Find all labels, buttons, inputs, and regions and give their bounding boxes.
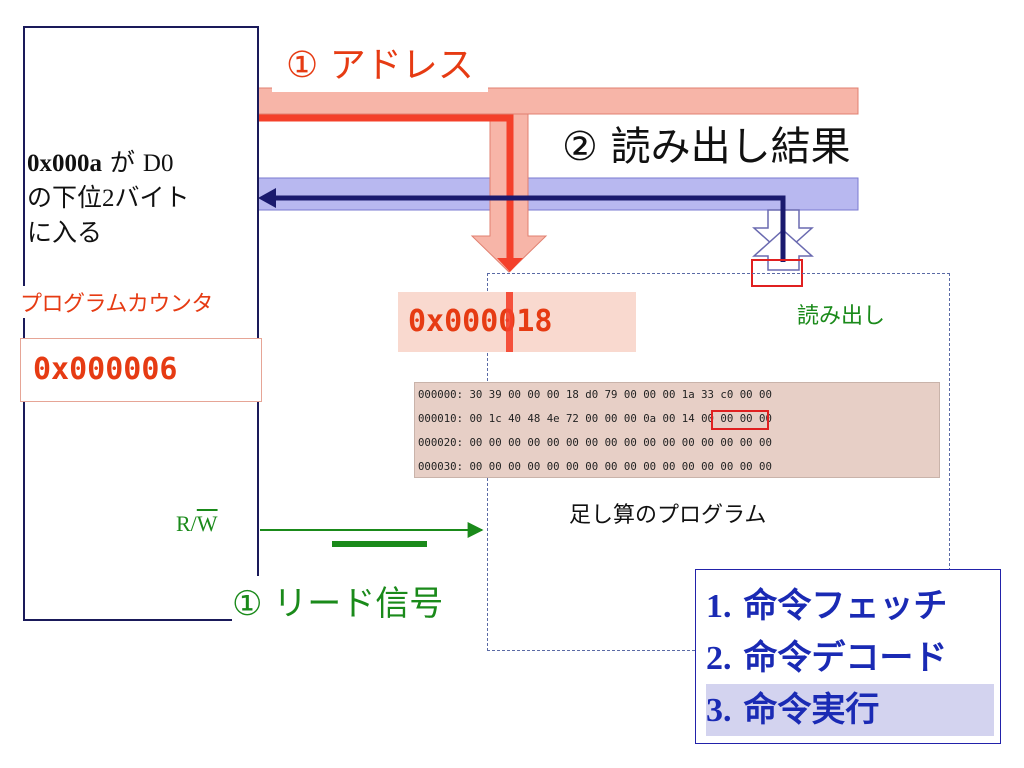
rw-label: R/W xyxy=(176,511,218,537)
d0-note-line2-pre: の下位 xyxy=(27,183,103,212)
step-text: 命令実行 xyxy=(731,690,880,730)
step-decode: 2. 命令デコード xyxy=(706,632,994,684)
rw-label-r: R/ xyxy=(176,511,197,536)
instruction-cycle-steps: 1. 命令フェッチ 2. 命令デコード 3. 命令実行 xyxy=(695,569,1001,744)
d0-note-value: 0x000a xyxy=(27,150,102,177)
step-text: 命令デコード xyxy=(731,638,948,678)
step-number: 1. xyxy=(706,588,732,625)
d0-note-line2-post: バイト xyxy=(114,183,190,212)
program-counter-label: プログラムカウンタ xyxy=(20,286,213,318)
read-signal-label: ① リード信号 xyxy=(232,576,450,625)
memory-hexdump: 000000: 30 39 00 00 00 18 d0 79 00 00 00… xyxy=(414,382,940,478)
address-label: ① アドレス xyxy=(272,40,488,92)
read-label: 読み出し xyxy=(797,304,886,329)
read-result-label: ② 読み出し結果 xyxy=(548,118,865,176)
d0-note-mid: が xyxy=(102,148,143,177)
d0-note: 0x000a が D0 の下位2バイト に入る xyxy=(27,146,255,250)
step-number: 3. xyxy=(706,692,732,729)
data-path xyxy=(272,195,786,262)
program-counter-value: 0x000006 xyxy=(20,338,262,402)
step-execute: 3. 命令実行 xyxy=(706,684,994,736)
d0-note-line3: に入る xyxy=(27,218,103,247)
hexdump-row: 000010: 00 1c 40 48 4e 72 00 00 00 0a 00… xyxy=(418,412,772,425)
d0-note-line2-num: 2 xyxy=(102,185,115,212)
step-number: 2. xyxy=(706,640,732,677)
hexdump-value-highlight xyxy=(711,410,769,430)
step-text: 命令フェッチ xyxy=(731,586,948,626)
memory-caption: 足し算のプログラム xyxy=(569,503,767,528)
address-path-overlay xyxy=(506,292,513,352)
data-path-head xyxy=(258,188,276,208)
data-bus-band xyxy=(257,177,859,211)
d0-note-line1: 0x000a が D0 xyxy=(27,146,255,181)
d0-note-line2: の下位2バイト xyxy=(27,181,255,216)
hexdump-row: 000020: 00 00 00 00 00 00 00 00 00 00 00… xyxy=(418,436,772,449)
address-value: 0x000018 xyxy=(398,292,636,352)
d0-note-register: D0 xyxy=(142,150,174,177)
address-bus-band xyxy=(257,87,859,115)
hexdump-row: 000030: 00 00 00 00 00 00 00 00 00 00 00… xyxy=(418,460,772,473)
cpu-box xyxy=(23,26,259,621)
address-path xyxy=(258,114,514,262)
address-path-head xyxy=(497,258,523,272)
rw-label-w: W xyxy=(196,511,218,536)
step-fetch: 1. 命令フェッチ xyxy=(706,580,994,632)
hexdump-row: 000000: 30 39 00 00 00 18 d0 79 00 00 00… xyxy=(418,388,772,401)
rw-low-pulse xyxy=(332,541,427,547)
